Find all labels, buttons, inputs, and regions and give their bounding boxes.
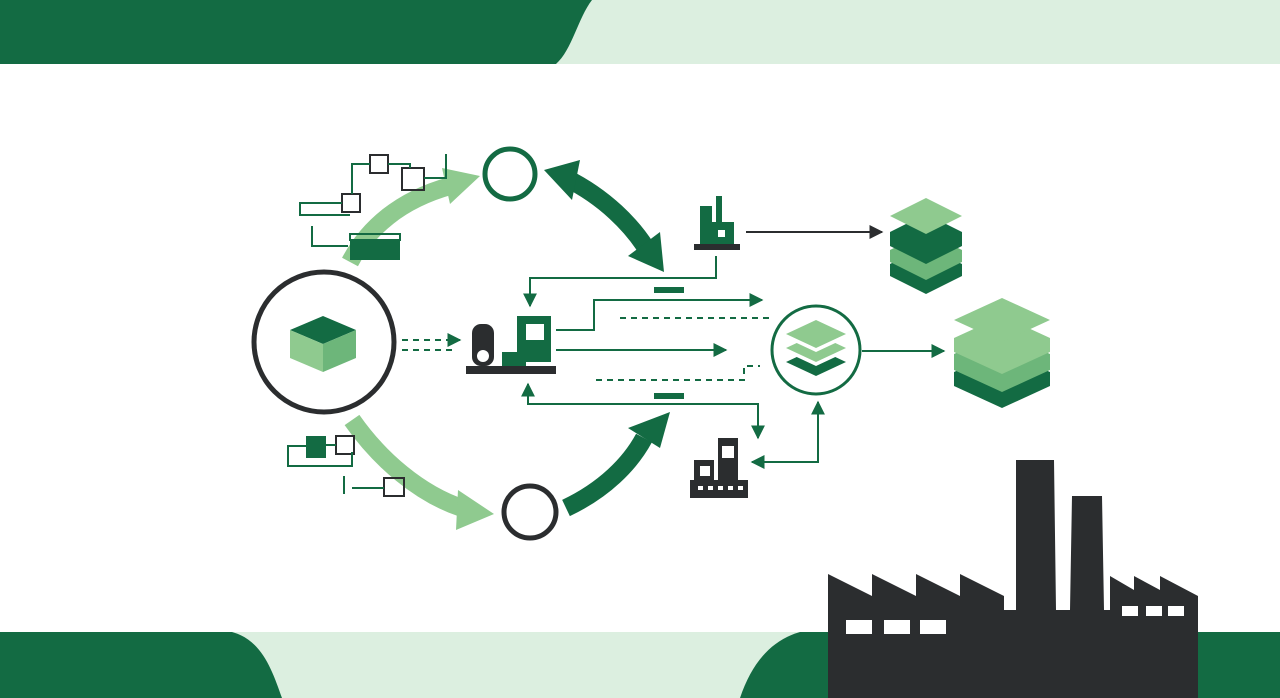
cycle-node-bottom[interactable] xyxy=(501,483,559,541)
top-banner xyxy=(0,0,1280,64)
small-factory-icon xyxy=(694,196,740,250)
cube-icon xyxy=(290,316,356,372)
output-stack-upper[interactable] xyxy=(890,198,962,294)
cycle-node-top[interactable] xyxy=(482,146,538,202)
industrial-factory-silhouette xyxy=(828,460,1198,698)
plant-feedback-loops xyxy=(521,256,770,440)
small-factory-icon xyxy=(690,438,748,498)
input-product-circle[interactable] xyxy=(251,269,397,415)
stacked-layers-icon xyxy=(954,298,1050,408)
flowchart-cluster-bottom xyxy=(287,435,405,497)
flow-hub-to-lower-factory xyxy=(750,400,825,469)
lower-factory[interactable] xyxy=(690,438,748,498)
cycle-arrow-top xyxy=(544,160,664,272)
cycle-arrow-bottom xyxy=(562,412,670,517)
stacked-layers-icon xyxy=(786,320,846,376)
output-stack-right[interactable] xyxy=(954,298,1050,408)
processing-plant-icon xyxy=(466,316,556,374)
stacked-layers-icon xyxy=(890,198,962,294)
central-processing-plant[interactable] xyxy=(466,316,556,374)
input-arc-bottom xyxy=(344,414,494,530)
flowchart-cluster-top xyxy=(299,154,447,260)
upper-factory[interactable] xyxy=(694,196,740,250)
hub-circle[interactable] xyxy=(770,304,862,396)
